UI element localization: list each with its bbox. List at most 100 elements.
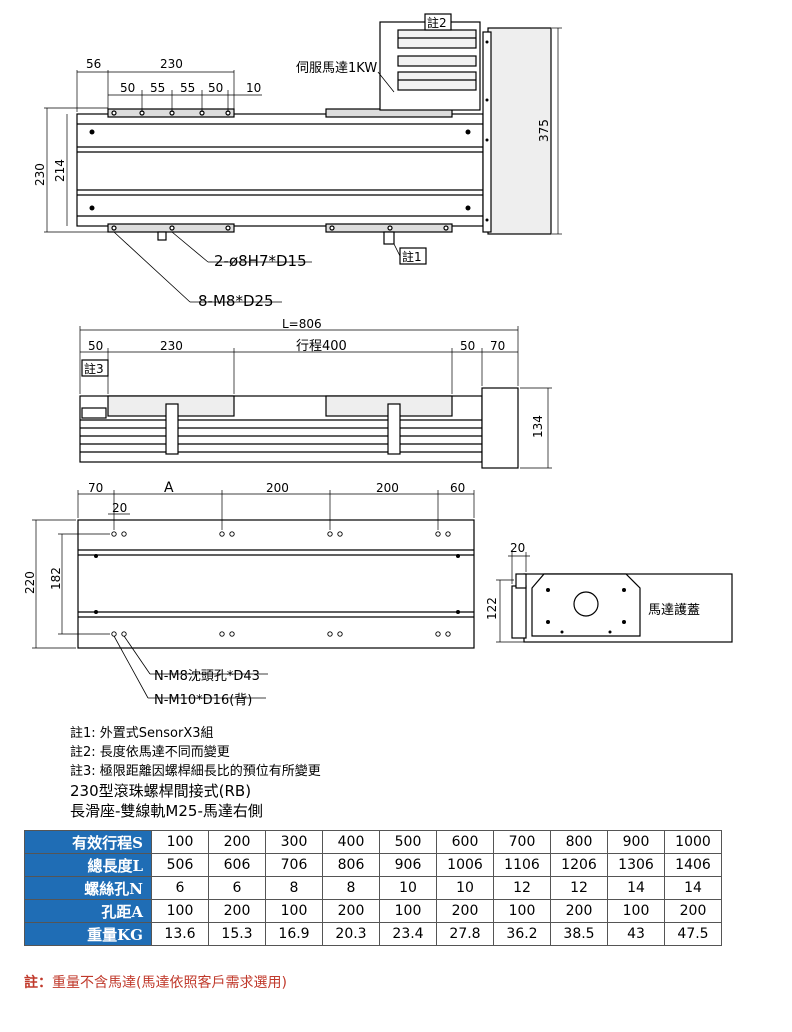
table-cell: 27.8: [436, 922, 494, 946]
dim-a: A: [164, 480, 174, 496]
callout-pin: 2-ø8H7*D15: [214, 252, 307, 270]
table-cell: 906: [379, 853, 437, 877]
footnote-tag: 註：: [24, 975, 52, 991]
dim-70: 70: [490, 339, 505, 353]
end-view: [496, 552, 733, 643]
dim-50a: 50: [88, 339, 103, 353]
dim-200b: 200: [376, 481, 399, 495]
note-1: 註1: 外置式SensorX3組: [70, 726, 214, 741]
dim-50b: 50: [208, 81, 223, 95]
bottom-view-labels: 70 A 200 200 60 20 220 182 N-M8沈頭孔*D43 N…: [23, 480, 465, 708]
dim-200a: 200: [266, 481, 289, 495]
dim-50b: 50: [460, 339, 475, 353]
dim-20: 20: [112, 501, 127, 515]
dim-55a: 55: [150, 81, 165, 95]
table-cell: 15.3: [208, 922, 266, 946]
end-view-labels: 20 122 馬達護蓋: [485, 541, 700, 620]
table-cell: 1406: [664, 853, 722, 877]
table-cell: 14: [607, 876, 665, 900]
table-cell: 47.5: [664, 922, 722, 946]
table-cell: 12: [550, 876, 608, 900]
table-cell: 100: [379, 899, 437, 923]
table-cell: 700: [493, 830, 551, 854]
top-view: [44, 13, 562, 303]
dim-230-vertical: 230: [33, 163, 47, 186]
technical-drawing: 56 230 50 55 55 50 10 230 214 375 伺服馬達1K…: [23, 13, 733, 708]
table-cell: 43: [607, 922, 665, 946]
table-cell: 1206: [550, 853, 608, 877]
motor-cover-label: 馬達護蓋: [648, 602, 700, 618]
table-cell: 1000: [664, 830, 722, 854]
callout-back-thread: N-M10*D16(背): [154, 693, 252, 708]
motor-label: 伺服馬達1KW: [296, 61, 377, 76]
table-cell: 100: [607, 899, 665, 923]
dim-total-length: L=806: [282, 317, 322, 331]
table-cell: 6: [208, 876, 266, 900]
dim-60: 60: [450, 481, 465, 495]
table-cell: 300: [265, 830, 323, 854]
table-cell: 200: [208, 830, 266, 854]
table-cell: 1006: [436, 853, 494, 877]
side-view-labels: L=806 50 230 行程400 50 70 134 註3: [84, 317, 545, 438]
table-cell: 706: [265, 853, 323, 877]
table-cell: 200: [664, 899, 722, 923]
dim-20: 20: [510, 541, 525, 555]
side-view: [79, 326, 552, 469]
callout-counterbore: N-M8沈頭孔*D43: [154, 669, 260, 684]
table-cell: 12: [493, 876, 551, 900]
dim-50a: 50: [120, 81, 135, 95]
dim-70: 70: [88, 481, 103, 495]
dim-230: 230: [160, 339, 183, 353]
table-cell: 100: [493, 899, 551, 923]
dim-134-vertical: 134: [531, 415, 545, 438]
table-cell: 13.6: [151, 922, 209, 946]
table-cell: 400: [322, 830, 380, 854]
table-cell: 8: [265, 876, 323, 900]
dim-122-vertical: 122: [485, 597, 499, 620]
table-cell: 100: [265, 899, 323, 923]
dim-230: 230: [160, 57, 183, 71]
dim-182-vertical: 182: [49, 567, 63, 590]
table-cell: 1106: [493, 853, 551, 877]
table-cell: 200: [550, 899, 608, 923]
row-header: 孔距A: [24, 899, 152, 923]
table-cell: 6: [151, 876, 209, 900]
table-cell: 10: [379, 876, 437, 900]
row-header: 有效行程S: [24, 830, 152, 854]
table-cell: 200: [208, 899, 266, 923]
dim-55b: 55: [180, 81, 195, 95]
dim-220-vertical: 220: [23, 571, 37, 594]
model-line-2: 長滑座-雙線軌M25-馬達右側: [70, 802, 263, 820]
table-cell: 1306: [607, 853, 665, 877]
model-line-1: 230型滾珠螺桿間接式(RB): [70, 782, 252, 800]
table-cell: 806: [322, 853, 380, 877]
note1-tag: 註1: [402, 250, 422, 264]
note3-tag: 註3: [84, 362, 104, 376]
table-cell: 10: [436, 876, 494, 900]
table-cell: 506: [151, 853, 209, 877]
callout-bolt: 8-M8*D25: [198, 292, 274, 310]
table-cell: 100: [151, 830, 209, 854]
table-cell: 14: [664, 876, 722, 900]
table-cell: 8: [322, 876, 380, 900]
bottom-view: [32, 490, 475, 699]
footnote: 註：重量不含馬達(馬達依照客戶需求選用): [24, 972, 287, 992]
row-header: 重量KG: [24, 922, 152, 946]
row-header: 總長度L: [24, 853, 152, 877]
note2-tag: 註2: [427, 16, 447, 30]
table-cell: 16.9: [265, 922, 323, 946]
dim-stroke: 行程400: [296, 339, 347, 354]
table-cell: 38.5: [550, 922, 608, 946]
table-cell: 36.2: [493, 922, 551, 946]
table-cell: 606: [208, 853, 266, 877]
row-header: 螺絲孔N: [24, 876, 152, 900]
dim-214-vertical: 214: [53, 159, 67, 182]
table-cell: 100: [151, 899, 209, 923]
footnote-text: 重量不含馬達(馬達依照客戶需求選用): [52, 975, 287, 991]
